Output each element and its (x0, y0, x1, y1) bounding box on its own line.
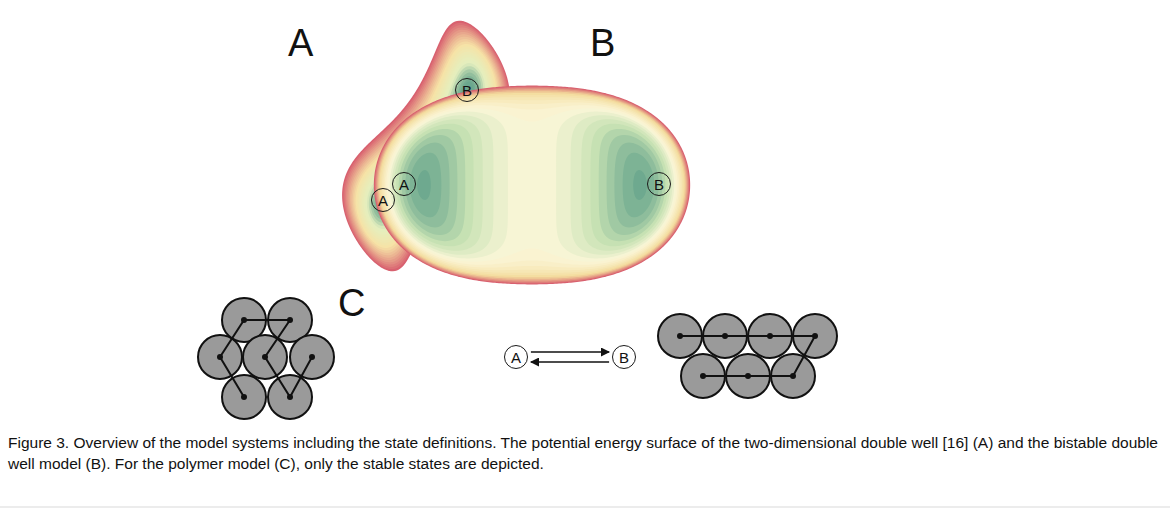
monomer-bead (222, 375, 266, 419)
rule-line (0, 507, 1170, 508)
contour-band (396, 124, 668, 247)
state-circle: B (612, 345, 636, 369)
bead-center (677, 333, 683, 339)
state-circle: A (371, 188, 395, 212)
potential-surface (374, 86, 690, 285)
equilibrium-arrow (531, 351, 609, 353)
contour-band (399, 129, 666, 241)
contour-band (378, 91, 686, 279)
contour-band (386, 105, 677, 265)
bead-center (217, 354, 223, 360)
polymer (198, 298, 334, 419)
figure-caption: Figure 3. Overview of the model systems … (8, 432, 1158, 474)
contour-band (381, 95, 684, 275)
contour-band (417, 170, 647, 200)
bead-center (700, 373, 706, 379)
state-circle: B (647, 172, 671, 196)
contour-band (410, 153, 655, 218)
polymer-bond (680, 336, 815, 376)
bead-center (241, 394, 247, 400)
equilibrium-arrow (531, 361, 609, 363)
bead-center (767, 333, 773, 339)
bead-center (722, 333, 728, 339)
contour-band (385, 102, 679, 267)
bead-center (287, 317, 293, 323)
panel-letter: B (590, 24, 615, 62)
contour-band (376, 88, 688, 282)
bead-center (812, 333, 818, 339)
bead-center (287, 394, 293, 400)
state-circle: B (455, 78, 479, 102)
state-label: B (462, 83, 472, 98)
contour-band (379, 93, 684, 277)
contour-band (383, 100, 680, 270)
bead-center (790, 373, 796, 379)
contour-band (388, 108, 676, 261)
state-label: A (399, 177, 409, 192)
monomer-bead (243, 335, 287, 379)
state-label: B (619, 350, 629, 365)
bead-center (309, 354, 315, 360)
contour-band (394, 119, 670, 251)
monomer-bead (268, 375, 312, 419)
contour-band (374, 86, 690, 285)
contour-band (405, 143, 659, 228)
polymer-bond (220, 320, 312, 397)
state-label: A (378, 193, 388, 208)
bead-center (241, 317, 247, 323)
monomer-bead (198, 335, 242, 379)
polymer (658, 314, 837, 398)
state-label: A (511, 350, 521, 365)
state-circle: A (504, 345, 528, 369)
contour-band (390, 112, 674, 259)
contour-band (382, 97, 682, 272)
state-circle: A (392, 172, 416, 196)
panel-letter: A (288, 24, 313, 62)
contour-band (402, 135, 663, 235)
panel-letter: C (338, 284, 365, 322)
contour-band (392, 115, 673, 255)
state-label: B (654, 177, 664, 192)
bead-center (745, 373, 751, 379)
contour-band (375, 87, 689, 283)
monomer-bead (290, 335, 334, 379)
contour-band (377, 90, 687, 281)
bead-center (262, 354, 268, 360)
